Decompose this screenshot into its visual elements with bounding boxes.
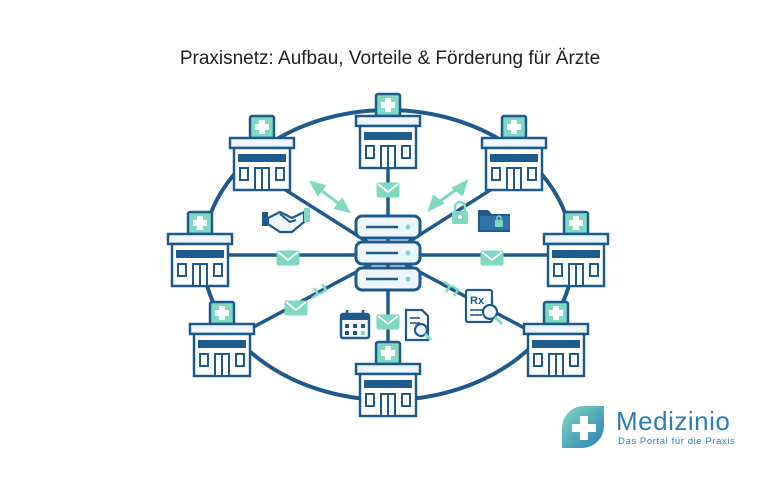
chevrons-icon [443,280,460,297]
lock-icon [452,200,468,224]
clinic-top-icon [354,92,422,170]
page-title: Praxisnetz: Aufbau, Vorteile & Förderung… [179,48,601,69]
handshake-icon [262,208,310,234]
envelope-icon [276,250,300,266]
medizinio-logo: Medizinio Das Portal für die Praxis [560,404,770,452]
logo-tagline: Das Portal für die Praxis [618,436,736,447]
envelope-icon [284,300,308,316]
prescription-icon: Rx [464,288,504,326]
logo-name: Medizinio [616,406,731,436]
medizinio-logo-icon [562,406,604,448]
clinic-right-icon [542,210,610,288]
double-arrow-icon [427,179,469,212]
calendar-icon [339,310,371,340]
double-arrow-icon [309,180,351,214]
clinic-upper-left-icon [228,114,296,192]
chevrons-icon [311,283,328,300]
clinic-upper-right-icon [480,114,548,192]
envelope-icon [480,250,504,266]
clinic-lower-left-icon [188,300,256,378]
clinic-left-icon [166,210,234,288]
clinic-bottom-icon [354,340,422,418]
svg-text:Rx: Rx [470,295,485,307]
document-search-icon [404,308,433,342]
folder-icon [478,210,510,232]
envelope-icon [376,182,400,198]
clinic-lower-right-icon [522,300,590,378]
server-hub-icon [354,214,422,292]
envelope-icon [376,314,400,330]
